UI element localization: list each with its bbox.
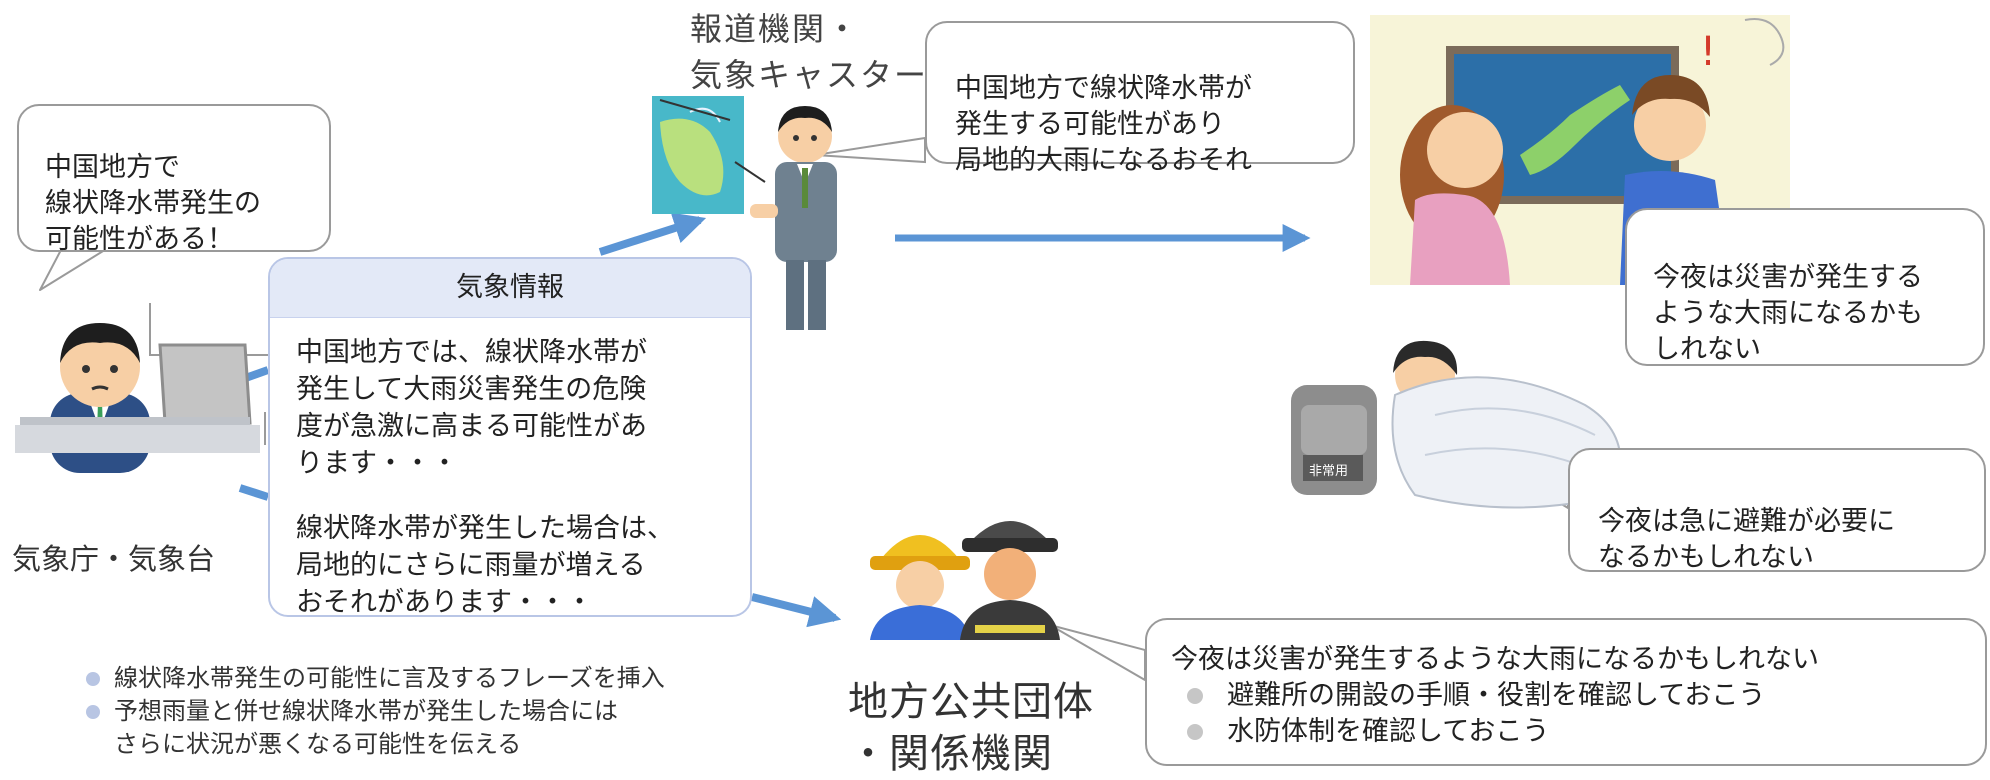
- jma-speech-bubble: 中国地方で 線状降水帯発生の 可能性がある！: [17, 104, 331, 255]
- local-speech-bubble: 今夜は災害が発生するような大雨になるかもしれない 避難所の開設の手順・役割を確認…: [1145, 618, 1987, 766]
- family-bubble-text: 今夜は災害が発生する ような大雨になるかも しれない: [1653, 262, 1923, 365]
- arrow-to-local: [751, 593, 842, 628]
- bullet-icon: [86, 672, 100, 686]
- family-speech-bubble: 今夜は災害が発生する ような大雨になるかも しれない: [1625, 208, 1985, 366]
- jma-bubble-text: 中国地方で 線状降水帯発生の 可能性がある！: [45, 152, 261, 255]
- arrow-to-media: [598, 212, 707, 256]
- media-speech-bubble: 中国地方で線状降水帯が 発生する可能性があり 局地的大雨になるおそれ: [925, 21, 1355, 176]
- media-label: 報道機関・ 気象キャスター: [690, 10, 929, 94]
- local-label: 地方公共団体 ・関係機関: [848, 679, 1094, 777]
- jma-label: 気象庁・気象台: [12, 542, 216, 576]
- list-item: 予想雨量と併せ線状降水帯が発生した場合には さらに状況が悪くなる可能性を伝える: [80, 695, 665, 761]
- local-bubble-lead: 今夜は災害が発生するような大雨になるかもしれない: [1171, 644, 1819, 675]
- local-responders-illustration: [870, 521, 1060, 640]
- sleeping-person-illustration: 非常用: [1291, 340, 1622, 509]
- notes-list: 線状降水帯発生の可能性に言及するフレーズを挿入 予想雨量と併せ線状降水帯が発生し…: [80, 662, 665, 761]
- sleep-bubble-text: 今夜は急に避難が必要に なるかもしれない: [1598, 506, 1895, 573]
- info-box-title: 気象情報: [270, 259, 750, 318]
- info-box-para-1: 中国地方では、線状降水帯が 発生して大雨災害発生の危険 度が急激に高まる可能性が…: [296, 337, 647, 479]
- sleep-speech-bubble: 今夜は急に避難が必要に なるかもしれない: [1568, 448, 1986, 573]
- arrow-jma-to-info-lower: [238, 484, 270, 501]
- family-watching-weather-illustration: !: [1370, 15, 1790, 285]
- list-item: 水防体制を確認しておこう: [1171, 714, 1985, 750]
- svg-text:!: !: [1700, 29, 1716, 75]
- jma-forecaster-illustration: [15, 323, 260, 473]
- info-box-para-2: 線状降水帯が発生した場合は、 局地的にさらに雨量が増える おそれがあります・・・: [296, 513, 674, 617]
- media-bubble-text: 中国地方で線状降水帯が 発生する可能性があり 局地的大雨になるおそれ: [955, 73, 1252, 176]
- weather-caster-illustration: [652, 96, 837, 330]
- list-item: 線状降水帯発生の可能性に言及するフレーズを挿入: [80, 662, 665, 695]
- bullet-icon: [1187, 688, 1203, 704]
- weather-info-box: 気象情報 中国地方では、線状降水帯が 発生して大雨災害発生の危険 度が急激に高ま…: [268, 257, 752, 617]
- bullet-icon: [86, 705, 100, 719]
- svg-text:非常用: 非常用: [1309, 464, 1348, 479]
- list-item: 避難所の開設の手順・役割を確認しておこう: [1171, 678, 1985, 714]
- bullet-icon: [1187, 724, 1203, 740]
